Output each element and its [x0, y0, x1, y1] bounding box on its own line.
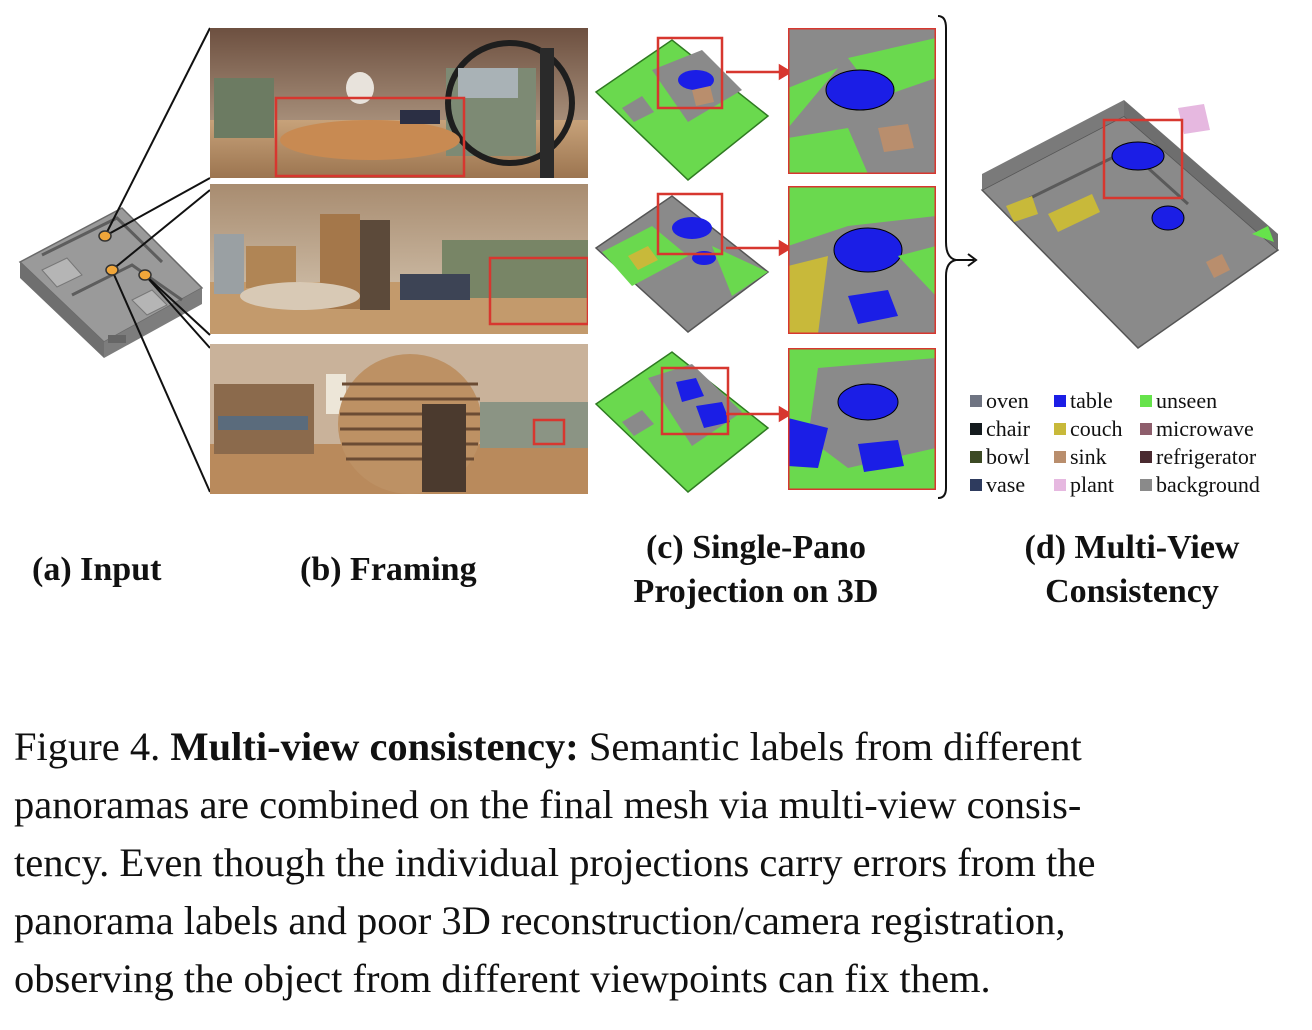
highlight-box	[532, 418, 566, 446]
legend-label: chair	[986, 416, 1030, 441]
legend-item-refrigerator: refrigerator	[1140, 444, 1256, 470]
panel-label-framing: (b) Framing	[300, 551, 477, 588]
panorama-2	[210, 184, 588, 334]
caption-title: Multi-view consistency:	[170, 724, 579, 769]
legend-label: couch	[1070, 416, 1123, 441]
caption-line-5: observing the object from different view…	[14, 956, 991, 1001]
legend-item-oven: oven	[970, 388, 1029, 414]
camera-marker-3	[138, 269, 152, 281]
legend-item-couch: couch	[1054, 416, 1123, 442]
caption-line-2: panoramas are combined on the final mesh…	[14, 782, 1082, 827]
highlight-box	[656, 192, 724, 256]
panel-label-consistency: (d) Multi-View Consistency	[990, 526, 1274, 614]
camera-marker-1	[98, 230, 112, 242]
panel-label-projection-line2: Projection on 3D	[633, 573, 879, 610]
legend-swatch	[1054, 451, 1066, 463]
panel-label-input: (a) Input	[32, 551, 162, 588]
highlight-box	[274, 96, 466, 178]
panel-label-projection-line1: (c) Single-Pano	[645, 529, 867, 566]
legend-swatch	[1054, 479, 1066, 491]
legend-label: background	[1156, 472, 1260, 497]
panel-label-consistency-line2: Consistency	[1045, 573, 1219, 610]
legend-item-table: table	[1054, 388, 1113, 414]
figure-caption: Figure 4. Multi-view consistency: Semant…	[14, 718, 1304, 1008]
legend-swatch	[970, 451, 982, 463]
merge-brace	[937, 15, 978, 499]
legend-swatch	[970, 395, 982, 407]
panorama-3	[210, 344, 588, 494]
caption-line-4: panorama labels and poor 3D reconstructi…	[14, 898, 1066, 943]
legend-label: plant	[1070, 472, 1114, 497]
legend-label: vase	[986, 472, 1026, 497]
zoom-arrows	[726, 63, 793, 423]
legend-swatch	[1054, 423, 1066, 435]
projection-mesh-2	[594, 192, 770, 333]
projection-mesh-1	[594, 36, 770, 181]
legend-swatch	[1140, 423, 1152, 435]
legend-item-microwave: microwave	[1140, 416, 1254, 442]
zoom-crop-2	[788, 186, 936, 334]
zoom-crop-3	[788, 348, 936, 490]
legend-swatch	[1140, 451, 1152, 463]
highlight-box	[656, 36, 724, 110]
legend-item-sink: sink	[1054, 444, 1107, 470]
figure-number: Figure 4.	[14, 724, 161, 769]
legend-label: bowl	[986, 444, 1030, 469]
legend-swatch	[1140, 479, 1152, 491]
consistent-mesh	[980, 100, 1280, 349]
projection-mesh-3	[594, 351, 770, 493]
camera-markers-and-rays	[98, 27, 211, 493]
legend-item-background: background	[1140, 472, 1260, 498]
caption-line-1-text: Semantic labels from different	[588, 724, 1082, 769]
caption-line-1: Figure 4. Multi-view consistency: Semant…	[14, 718, 1304, 776]
legend-label: sink	[1070, 444, 1107, 469]
highlight-box	[660, 366, 730, 436]
legend-label: oven	[986, 388, 1029, 413]
legend-swatch	[970, 479, 982, 491]
legend-swatch	[1140, 395, 1152, 407]
caption-line-3: tency. Even though the individual projec…	[14, 840, 1096, 885]
highlight-box	[488, 256, 588, 326]
camera-marker-2	[105, 264, 119, 276]
legend-item-plant: plant	[1054, 472, 1114, 498]
legend-label: microwave	[1156, 416, 1254, 441]
legend-item-unseen: unseen	[1140, 388, 1217, 414]
legend-label: unseen	[1156, 388, 1218, 413]
legend-item-bowl: bowl	[970, 444, 1030, 470]
legend-label: table	[1070, 388, 1113, 413]
highlight-box	[1102, 118, 1184, 200]
panel-label-consistency-line1: (d) Multi-View	[1024, 529, 1240, 566]
zoom-crop-1	[788, 28, 936, 174]
legend-item-chair: chair	[970, 416, 1030, 442]
panorama-1	[210, 28, 588, 178]
panel-label-projection: (c) Single-Pano Projection on 3D	[606, 526, 906, 614]
legend-label: refrigerator	[1156, 444, 1257, 469]
legend-swatch	[1054, 395, 1066, 407]
legend-item-vase: vase	[970, 472, 1025, 498]
legend: oven chair bowl vase table couch sink plant unse…	[970, 388, 1280, 500]
legend-swatch	[970, 423, 982, 435]
